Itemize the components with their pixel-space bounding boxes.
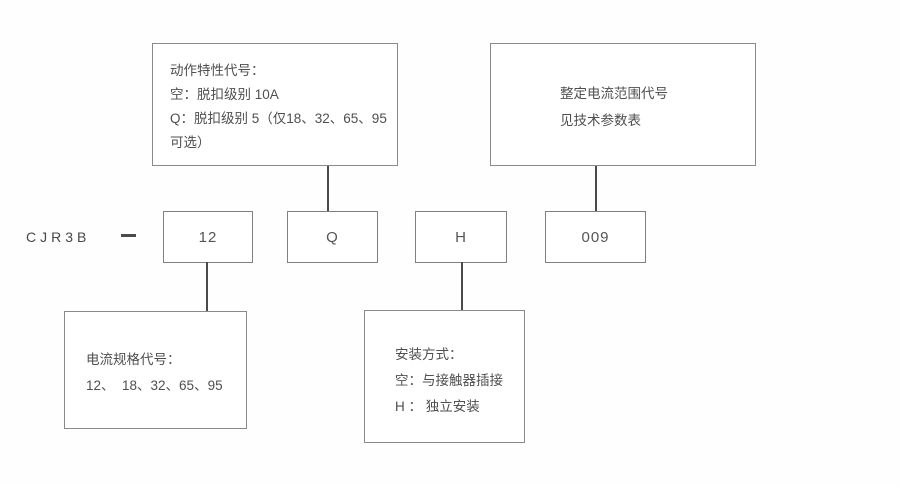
note-line: 12、 18、32、65、95 bbox=[86, 378, 223, 393]
note-line: 可选） bbox=[170, 135, 211, 150]
code-box-current-range: 009 bbox=[545, 211, 646, 263]
code-value: 009 bbox=[581, 228, 610, 246]
code-box-mounting: H bbox=[415, 211, 507, 263]
model-dash-separator bbox=[121, 234, 136, 237]
code-box-current-spec: 12 bbox=[163, 211, 253, 263]
note-line: 安装方式： bbox=[395, 347, 463, 362]
note-line: 空：与接触器插接 bbox=[395, 373, 503, 388]
note-box-mounting: 安装方式： 空：与接触器插接 H ： 独立安装 bbox=[364, 310, 525, 443]
note-line: 动作特性代号： bbox=[170, 63, 265, 78]
connector-12-to-spec bbox=[206, 262, 208, 311]
note-line: 空：脱扣级别 10A bbox=[170, 87, 279, 102]
model-prefix-label: CJR3B bbox=[26, 229, 91, 245]
note-line: 见技术参数表 bbox=[560, 113, 641, 128]
connector-h-to-mount bbox=[461, 262, 463, 310]
code-value: Q bbox=[326, 228, 339, 246]
note-line: 整定电流范围代号 bbox=[560, 86, 668, 101]
note-line: 电流规格代号： bbox=[86, 352, 181, 367]
note-box-action-characteristic: 动作特性代号： 空：脱扣级别 10A Q：脱扣级别 5（仅18、32、65、95… bbox=[152, 43, 398, 166]
code-box-action-characteristic: Q bbox=[287, 211, 378, 263]
note-line: H ： 独立安装 bbox=[395, 399, 480, 414]
connector-action-to-q bbox=[327, 166, 329, 211]
note-line: Q：脱扣级别 5（仅18、32、65、95 bbox=[170, 111, 387, 126]
code-value: 12 bbox=[198, 228, 218, 246]
connector-range-to-009 bbox=[595, 166, 597, 211]
code-value: H bbox=[455, 228, 467, 246]
note-box-current-spec: 电流规格代号： 12、 18、32、65、95 bbox=[64, 311, 247, 429]
note-box-current-range: 整定电流范围代号 见技术参数表 bbox=[490, 43, 756, 166]
